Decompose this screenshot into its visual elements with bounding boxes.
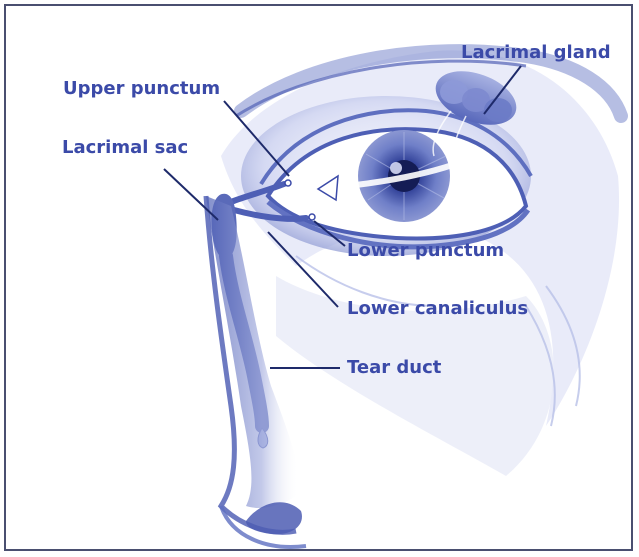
lacrimal-diagram-frame: Lacrimal gland Upper punctum Lacrimal sa… bbox=[4, 4, 633, 551]
label-tear-duct: Tear duct bbox=[347, 359, 441, 377]
label-lacrimal-gland: Lacrimal gland bbox=[461, 44, 611, 62]
leader-lacrimal-sac bbox=[164, 169, 218, 220]
lower-punctum-dot bbox=[309, 214, 315, 220]
label-lower-canaliculus: Lower canaliculus bbox=[347, 300, 528, 318]
upper-punctum-dot bbox=[285, 180, 291, 186]
label-lacrimal-sac: Lacrimal sac bbox=[62, 139, 188, 157]
label-lower-punctum: Lower punctum bbox=[347, 242, 504, 260]
label-upper-punctum: Upper punctum bbox=[63, 80, 220, 98]
pupil-highlight bbox=[390, 162, 402, 174]
